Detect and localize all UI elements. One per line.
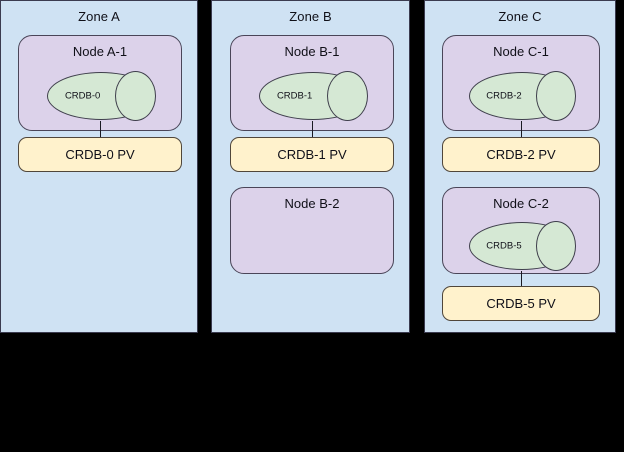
node-b-2-title: Node B-2 (284, 196, 340, 211)
zone-a-title: Zone A (78, 9, 120, 24)
zone-b-title: Zone B (289, 9, 332, 24)
node-a-1-title: Node A-1 (72, 44, 128, 59)
connector-node-b-1-to-crdb-1-pv (312, 121, 313, 138)
pv-crdb-2: CRDB-2 PV (442, 137, 600, 172)
node-b-2: Node B-2 (230, 187, 394, 274)
database-label-crdb-2: CRDB-2 (486, 90, 522, 102)
pv-crdb-1-label: CRDB-1 PV (277, 147, 347, 162)
node-b-1-title: Node B-1 (284, 44, 340, 59)
cylinder-cap (326, 71, 368, 121)
connector-node-c-2-to-crdb-5-pv (521, 271, 522, 287)
zone-a: Zone A Node A-1 CRDB-0 CRDB-0 PV (0, 0, 198, 333)
database-label-crdb-0: CRDB-0 (64, 90, 101, 102)
database-label-crdb-5: CRDB-5 (486, 240, 522, 252)
node-a-1: Node A-1 CRDB-0 (18, 35, 182, 131)
database-cylinder-crdb-2: CRDB-2 (469, 71, 576, 121)
connector-node-a-1-to-crdb-0-pv (100, 121, 101, 138)
connector-node-c-1-to-crdb-2-pv (521, 121, 522, 138)
database-cylinder-crdb-5: CRDB-5 (469, 221, 576, 271)
database-label-crdb-1: CRDB-1 (276, 90, 313, 102)
node-b-1: Node B-1 CRDB-1 (230, 35, 394, 131)
pv-crdb-0: CRDB-0 PV (18, 137, 182, 172)
cylinder-cap (535, 221, 576, 271)
pv-crdb-2-label: CRDB-2 PV (486, 147, 556, 162)
pv-crdb-5: CRDB-5 PV (442, 286, 600, 321)
zone-b: Zone B Node B-1 CRDB-1 CRDB-1 PV Node B-… (211, 0, 410, 333)
cylinder-cap (114, 71, 156, 121)
zone-c-title: Zone C (498, 9, 542, 24)
database-cylinder-crdb-0: CRDB-0 (47, 71, 156, 121)
cylinder-cap (535, 71, 576, 121)
node-c-1: Node C-1 CRDB-2 (442, 35, 600, 131)
database-cylinder-crdb-1: CRDB-1 (259, 71, 368, 121)
pv-crdb-0-label: CRDB-0 PV (65, 147, 135, 162)
pv-crdb-5-label: CRDB-5 PV (486, 296, 556, 311)
node-c-2-title: Node C-2 (493, 196, 549, 211)
node-c-2: Node C-2 CRDB-5 (442, 187, 600, 274)
zone-c: Zone C Node C-1 CRDB-2 CRDB-2 PV Node C-… (424, 0, 616, 333)
pv-crdb-1: CRDB-1 PV (230, 137, 394, 172)
node-c-1-title: Node C-1 (493, 44, 549, 59)
